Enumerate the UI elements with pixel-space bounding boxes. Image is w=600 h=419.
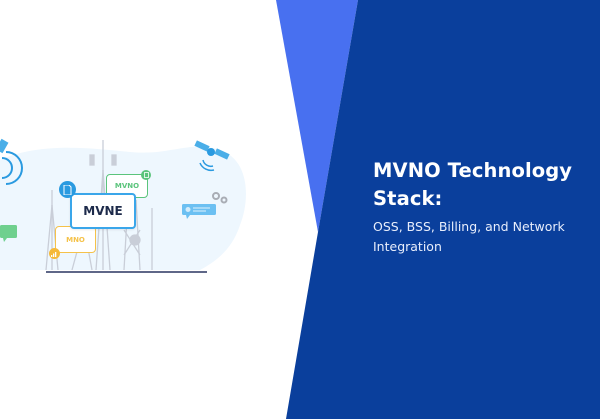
navy-panel (286, 0, 600, 419)
signal-waves-icon (1, 151, 23, 185)
mno-card: MNO (55, 226, 96, 253)
mvne-card: MVNE (70, 193, 136, 229)
subtitle: OSS, BSS, Billing, and Network Integrati… (373, 217, 600, 257)
mvno-illustration: MNO MVNO MVNE (0, 130, 260, 290)
mvne-label: MVNE (83, 204, 123, 218)
gears-icon (212, 192, 228, 204)
satellite-icon-left (0, 138, 9, 154)
mvno-sim-icon (141, 170, 151, 180)
title-block: MVNO Technology Stack: OSS, BSS, Billing… (373, 157, 600, 257)
page-title: MVNO Technology Stack: (373, 157, 600, 213)
subtitle-line-2: Integration (373, 239, 442, 254)
chat-bubble-icon (0, 225, 17, 242)
mvno-label: MVNO (114, 182, 140, 190)
title-line-1: MVNO Technology (373, 159, 573, 182)
sim-card-icon (59, 181, 76, 198)
subtitle-line-1: OSS, BSS, Billing, and Network (373, 219, 565, 234)
mno-label: MNO (66, 235, 85, 244)
accent-triangle (276, 0, 358, 232)
message-icon (182, 204, 216, 219)
title-line-2: Stack: (373, 187, 443, 210)
satellite-icon (194, 140, 230, 172)
signal-bars-icon (49, 248, 60, 259)
